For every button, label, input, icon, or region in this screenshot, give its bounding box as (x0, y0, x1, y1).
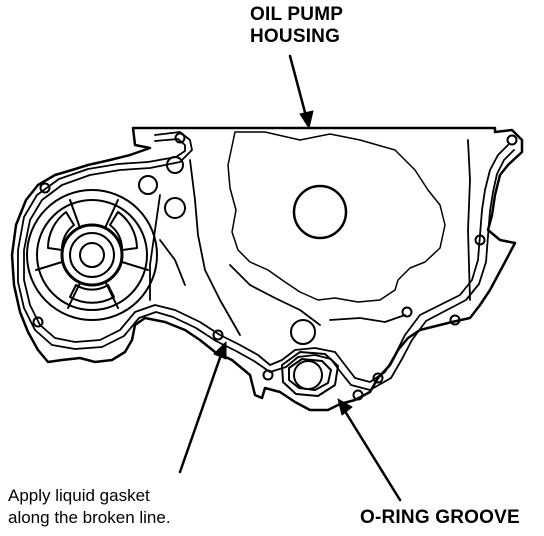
internal-rib-3 (159, 139, 471, 301)
outlet-port (290, 319, 316, 345)
gasket-label-line1: Apply liquid gasket (8, 486, 150, 505)
drive-gear-hub (60, 223, 124, 287)
oil-pump-label-line2: HOUSING (250, 26, 341, 47)
oil-pump-leader-line (288, 54, 309, 122)
pump-rotor-circle (292, 184, 348, 240)
oring-groove-label: O-RING GROOVE (360, 507, 520, 528)
bolt-hole-3 (474, 234, 486, 246)
gasket-groove-outer (23, 131, 509, 383)
oil-pump-label-line1: OIL PUMP (250, 4, 344, 25)
housing-outline (10, 126, 524, 412)
pump-cavity-region (227, 131, 446, 303)
outlet-port-2 (293, 360, 323, 390)
bolt-hole-2 (506, 134, 518, 146)
bolt-hole-7 (262, 369, 274, 381)
bolt-hole-5 (372, 372, 384, 384)
oil-pump-housing-label: OIL PUMP HOUSING (250, 4, 390, 48)
bolt-hole-4 (401, 306, 413, 318)
drive-gear-ring (36, 199, 148, 311)
oring-groove (281, 351, 339, 397)
oring-arrowhead (337, 398, 353, 416)
oring-leader-line (341, 406, 402, 502)
port-hole-3 (166, 156, 184, 174)
bolt-hole-9 (32, 316, 44, 328)
oring-groove-inner (288, 358, 332, 391)
internal-rib-2 (229, 264, 406, 326)
drive-gear-slot (109, 211, 138, 251)
bolt-hole-6 (352, 389, 364, 401)
internal-rib-1 (149, 159, 241, 336)
gasket-leader-line (178, 350, 224, 474)
bolt-hole-1 (174, 132, 186, 144)
gasket-groove-inner (17, 138, 515, 391)
drive-gear-slot-3 (69, 284, 115, 304)
gasket-label-line2: along the broken line. (8, 508, 171, 527)
bolt-hole-8 (39, 182, 51, 194)
drive-gear-center (79, 242, 105, 268)
gasket-arrowhead (213, 341, 227, 360)
drive-gear-hub-inner (69, 232, 115, 278)
port-hole-2 (164, 197, 186, 219)
bolt-hole-10 (212, 329, 224, 341)
bolt-hole-11 (449, 314, 461, 326)
drive-gear-slot-2 (47, 211, 75, 251)
port-hole-1 (138, 175, 158, 195)
liquid-gasket-label: Apply liquid gasket along the broken lin… (8, 485, 248, 529)
drive-gear-spokes (35, 199, 149, 309)
drive-gear-outer (26, 189, 158, 321)
oil-pump-arrowhead (299, 110, 314, 129)
